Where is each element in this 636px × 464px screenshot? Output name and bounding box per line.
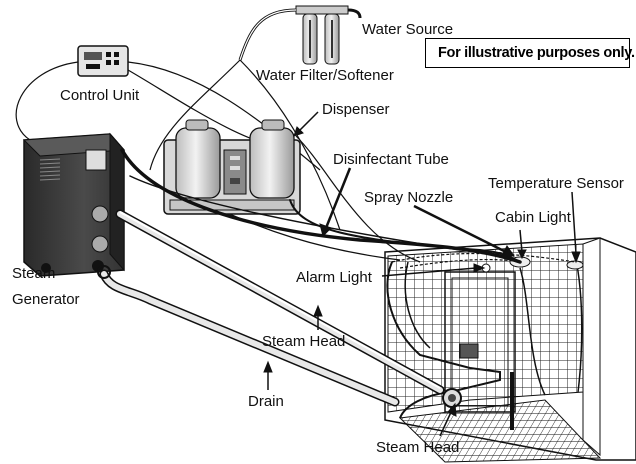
label-water-source: Water Source [362,21,454,38]
label-cabin-light: Cabin Light [495,209,571,226]
drain-pipe [97,265,400,407]
disclaimer-box: For illustrative purposes only. [425,38,635,68]
water-filter-softener [238,5,362,65]
label-control-unit: Control Unit [60,87,140,104]
label-drain: Drain [248,393,284,410]
label-disinfectant-tube: Disinfectant Tube [333,151,449,168]
label-alarm-light: Alarm Light [296,269,372,286]
label-steam: Steam [12,265,56,282]
label-temperature-sensor: Temperature Sensor [488,175,624,192]
label-steam-head-upper: Steam Head [262,333,346,350]
dispenser [163,119,301,215]
label-spray-nozzle: Spray Nozzle [364,189,454,206]
wiring [15,59,421,263]
control-unit [77,45,129,77]
label-steam-head-lower: Steam Head [376,439,460,456]
disclaimer-text: For illustrative purposes only. [438,45,635,61]
steam-head-pipe [115,209,445,395]
label-dispenser: Dispenser [322,101,390,118]
label-water-filter: Water Filter/Softener [256,67,394,84]
steam-generator [22,132,126,277]
label-generator: Generator [12,291,80,308]
steam-cabin [384,237,636,463]
callout-arrows [263,111,581,437]
